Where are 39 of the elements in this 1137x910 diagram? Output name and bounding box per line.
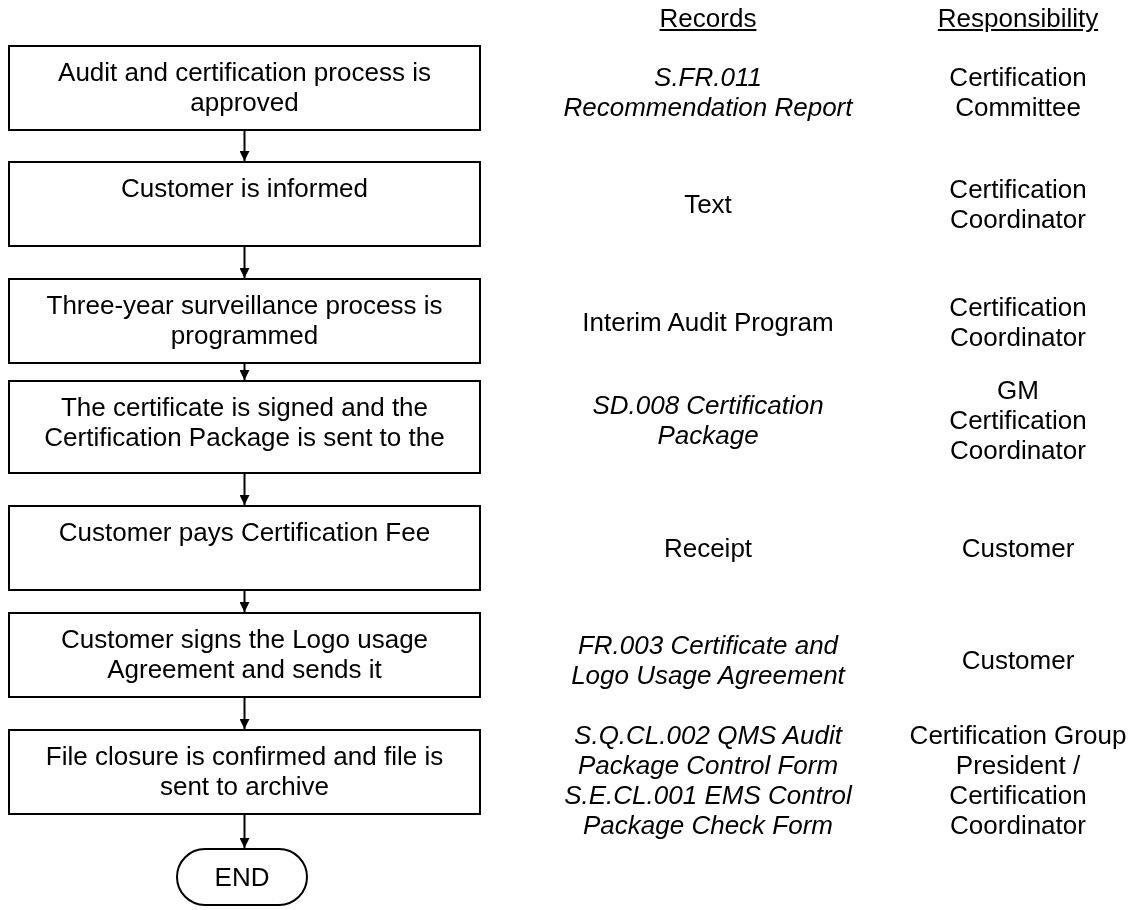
responsibility-text: Certification Group President / Certification Coordinator <box>908 720 1128 840</box>
arrow <box>239 473 250 506</box>
arrow <box>239 814 250 849</box>
responsibility-text: Certification Coordinator <box>948 174 1088 234</box>
process-box <box>8 505 481 591</box>
record-text: FR.003 Certificate and Logo Usage Agreement <box>570 630 847 690</box>
arrow <box>239 697 250 730</box>
record-text: Receipt <box>662 533 754 563</box>
terminator-shape <box>176 848 308 906</box>
step-text: Three-year surveillance process is programmed <box>46 290 443 350</box>
arrow <box>239 130 250 162</box>
responsibility-text: Customer <box>960 533 1076 563</box>
column-header: Responsibility <box>936 3 1100 33</box>
responsibility-text: Certification Committee <box>948 62 1088 122</box>
responsibility-text: Certification Coordinator <box>948 292 1088 352</box>
step-text: Customer pays Certification Fee <box>58 517 431 547</box>
step-text: Audit and certification process is approved <box>58 57 431 117</box>
process-box <box>8 45 481 131</box>
step-text: Customer is informed <box>120 173 369 203</box>
step-text: Customer signs the Logo usage Agreement and sends it <box>60 624 429 684</box>
process-box <box>8 380 481 474</box>
step-text: File closure is confirmed and file is sent to archive <box>45 741 444 801</box>
responsibility-text: GM Certification Coordinator <box>948 375 1088 465</box>
arrow <box>239 246 250 279</box>
process-box <box>8 278 481 364</box>
step-text: The certificate is signed and the Certification Package is sent to the <box>44 392 445 452</box>
process-box <box>8 161 481 247</box>
arrow <box>239 363 250 381</box>
column-header: Records <box>658 3 758 33</box>
record-text: S.Q.CL.002 QMS Audit Package Control Form S.E.CL.001 EMS Control Package Check Form <box>563 720 854 840</box>
step-text: END <box>214 862 270 892</box>
process-box <box>8 729 481 815</box>
record-text: S.FR.011 Recommendation Report <box>562 62 855 122</box>
process-box <box>8 612 481 698</box>
responsibility-text: Customer <box>960 645 1076 675</box>
record-text: Text <box>683 189 733 219</box>
record-text: Interim Audit Program <box>581 307 835 337</box>
arrow <box>239 590 250 613</box>
record-text: SD.008 Certification Package <box>591 390 825 450</box>
